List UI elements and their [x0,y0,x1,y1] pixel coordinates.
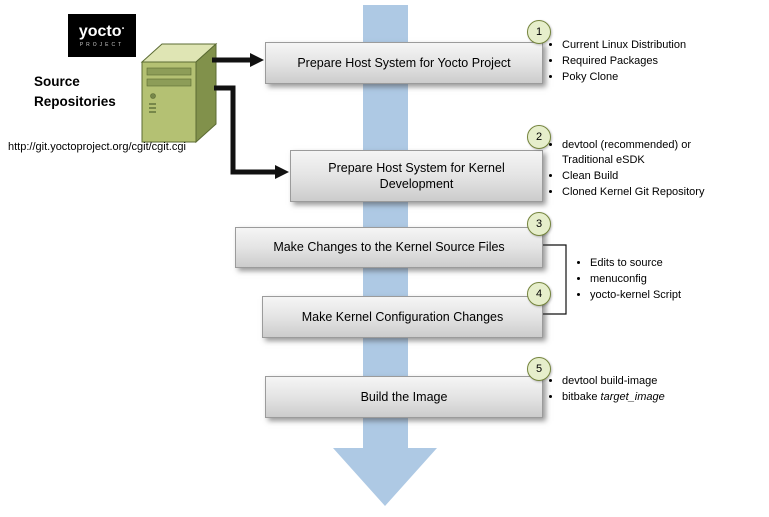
server-drive-bay [146,78,192,87]
step-box-make-config-changes: Make Kernel Configuration Changes [262,296,543,338]
server-drive-bay [146,67,192,76]
server-power-button [150,93,156,99]
source-repositories-label: Source Repositories [34,74,116,110]
steps-3-4-shared-bullets: Edits to source menuconfig yocto-kernel … [576,255,760,304]
step-number-5: 5 [527,357,551,381]
yocto-logo-subtitle: PROJECT [79,41,125,48]
bullet-item: Clean Build [562,169,727,184]
server-led [149,103,156,105]
server-front-face [141,61,197,143]
step-number-3: 3 [527,212,551,236]
bullet-item: Cloned Kernel Git Repository [562,185,727,200]
bullet-item: devtool (recommended) or Traditional eSD… [562,138,727,168]
step-box-build-image: Build the Image [265,376,543,418]
bullet-item: bitbake target_image [562,390,762,405]
source-repositories-url: http://git.yoctoproject.org/cgit/cgit.cg… [8,141,186,153]
bullet-item: yocto-kernel Script [590,288,760,303]
bullet-item: Poky Clone [562,70,767,85]
bullet-text-italic: target_image [600,390,665,403]
step-box-prepare-host-kernel: Prepare Host System for Kernel Developme… [290,150,543,202]
yocto-logo-brand: yocto [78,22,122,40]
step-1-bullets: Current Linux Distribution Required Pack… [548,37,767,86]
bullet-item: Edits to source [590,256,760,271]
server-icon [140,42,218,144]
step-number-2: 2 [527,125,551,149]
step-2-bullets: devtool (recommended) or Traditional eSD… [548,137,727,200]
bullet-item: Current Linux Distribution [562,38,767,53]
server-led [149,111,156,113]
step-5-bullets: devtool build-image bitbake target_image [548,373,762,406]
step-box-prepare-host-yocto: Prepare Host System for Yocto Project [265,42,543,84]
bullet-item: devtool build-image [562,374,762,389]
bullet-text: bitbake [562,390,601,403]
yocto-logo: yocto· PROJECT [68,14,136,57]
step-number-4: 4 [527,282,551,306]
arrow-to-step-2 [214,85,289,179]
yocto-logo-text: yocto· [78,22,126,40]
bullet-item: menuconfig [590,272,760,287]
yocto-logo-dot: · [121,22,126,35]
arrow-to-step-1 [212,53,264,67]
step-number-1: 1 [527,20,551,44]
step-box-make-source-changes: Make Changes to the Kernel Source Files [235,227,543,268]
bullet-item: Required Packages [562,54,767,69]
server-led [149,107,156,109]
